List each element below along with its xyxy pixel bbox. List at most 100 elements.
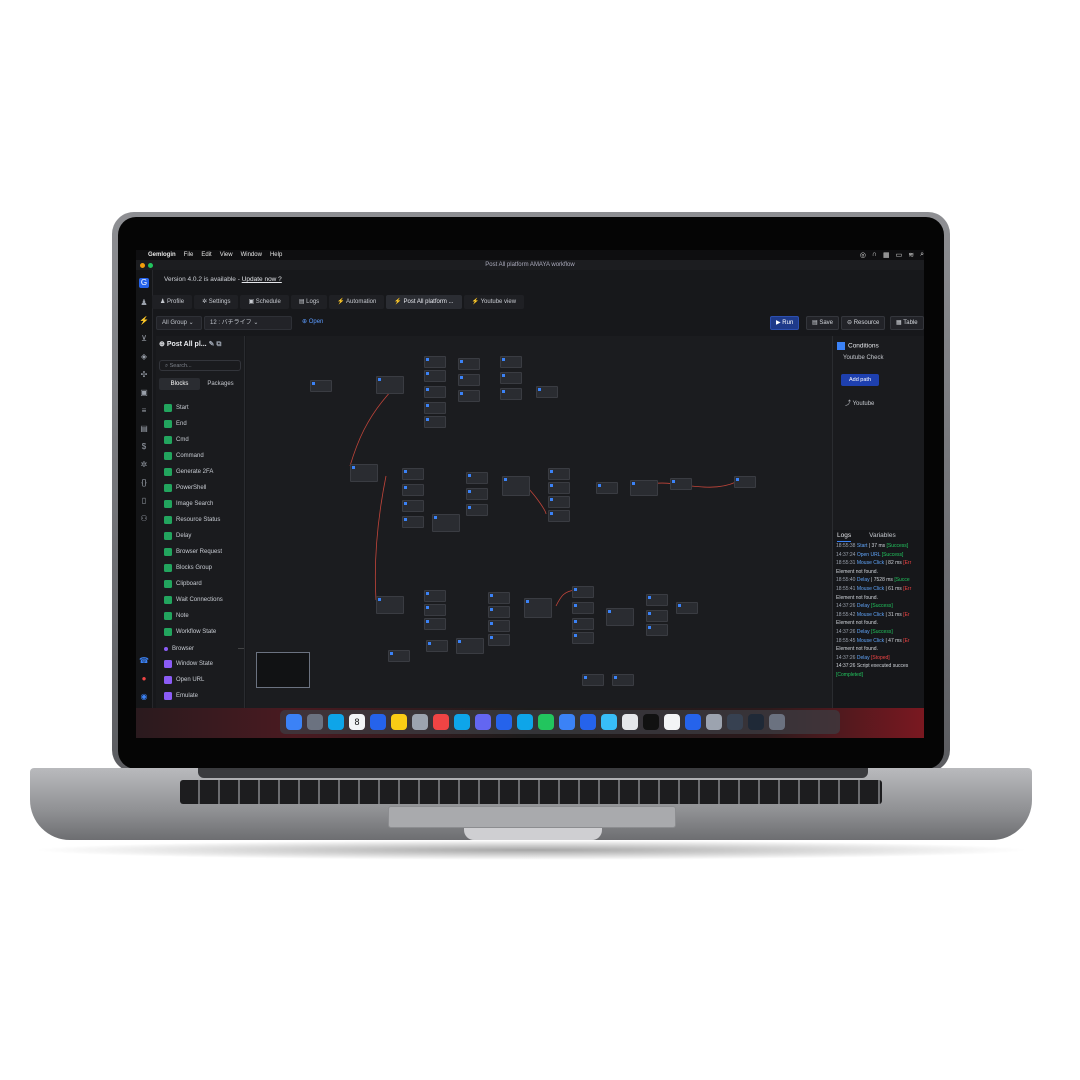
workflow-node[interactable] [458,390,480,402]
recent-window-icon[interactable] [748,714,764,730]
puzzle-icon[interactable]: ✣ [140,370,148,379]
block-image-search[interactable]: Image Search [164,496,244,512]
workflow-node[interactable] [466,488,488,500]
category-browser[interactable]: Browser— [164,642,244,656]
workflow-node[interactable] [402,484,424,496]
workflow-node[interactable] [646,610,668,622]
add-path-button[interactable]: Add path [841,374,879,386]
flag-icon[interactable]: ● [141,674,147,683]
workflow-node[interactable] [500,372,522,384]
window-zoom-button[interactable] [148,263,153,268]
workflow-node[interactable] [376,376,404,394]
block-clipboard[interactable]: Clipboard [164,576,244,592]
telegram-icon[interactable] [601,714,617,730]
messenger-icon[interactable] [580,714,596,730]
search-icon[interactable]: ⌕ [920,251,924,258]
workflow-node[interactable] [376,596,404,614]
workflow-node[interactable] [350,464,378,482]
tab-post-all-platform[interactable]: ⚡ Post All platform ... [386,295,462,309]
workflow-node[interactable] [548,496,570,508]
windows-app-icon[interactable] [454,714,470,730]
calendar-icon[interactable]: ▣ [140,388,148,397]
path-item[interactable]: ⤴ Youtube [845,398,874,407]
status-icon[interactable]: ◎ [859,252,866,259]
workflow-node[interactable] [466,504,488,516]
person-icon[interactable]: ♟ [140,298,148,307]
workflow-node[interactable] [548,482,570,494]
workflow-node[interactable] [582,674,604,686]
workflow-node[interactable] [432,514,460,532]
block-cmd[interactable]: Cmd [164,432,244,448]
tab-logs[interactable]: ▤ Logs [290,295,328,309]
block-browser-request[interactable]: Browser Request [164,544,244,560]
block-start[interactable]: Start [164,400,244,416]
bolt-icon[interactable]: ⚡ [139,316,149,325]
workflow-node[interactable] [524,598,552,618]
docker-icon[interactable] [517,714,533,730]
workflow-node[interactable] [424,416,446,428]
capcut-icon[interactable] [664,714,680,730]
workflow-node[interactable] [458,358,480,370]
zalo-icon[interactable] [559,714,575,730]
workflow-node[interactable] [456,638,484,654]
workflow-node[interactable] [424,590,446,602]
headphones-icon[interactable]: ∩ [871,251,877,258]
profile-select[interactable]: 12 : バチライフ ⌄ [204,316,292,330]
copy-icon[interactable]: ⧉ [216,341,222,348]
open-button[interactable]: ⊕ Open [302,316,323,328]
menu-file[interactable]: File [183,252,194,258]
block-window-state[interactable]: Window State [164,656,244,672]
collapse-icon[interactable]: — [238,646,244,652]
app-store-icon[interactable] [370,714,386,730]
workflow-node[interactable] [500,356,522,368]
block-note[interactable]: Note [164,608,244,624]
tab-variables[interactable]: Variables [869,532,896,539]
save-button[interactable]: ▤ Save [806,316,840,330]
chrome-icon[interactable] [433,714,449,730]
tab-blocks[interactable]: Blocks [159,378,200,390]
calendar-app-icon[interactable]: 8 [349,714,365,730]
workflow-node[interactable] [612,674,634,686]
finder-icon[interactable] [286,714,302,730]
workflow-node[interactable] [488,634,510,646]
workflow-node[interactable] [676,602,698,614]
database-icon[interactable]: ≡ [141,406,147,415]
save-icon[interactable]: ▤ [140,424,148,433]
block-resource-status[interactable]: Resource Status [164,512,244,528]
workflow-node[interactable] [424,604,446,616]
line-icon[interactable] [538,714,554,730]
tab-logs-panel[interactable]: Logs [837,530,852,542]
workflow-node[interactable] [536,386,558,398]
workflow-node[interactable] [572,618,594,630]
edit-icon[interactable]: ✎ [208,341,215,348]
workflow-node[interactable] [426,640,448,652]
search-input[interactable]: ⌕ Search... [159,360,241,371]
trash-icon[interactable] [769,714,785,730]
table-button[interactable]: ▦ Table [890,316,924,330]
group-select[interactable]: All Group ⌄ [156,316,202,330]
menu-help[interactable]: Help [269,252,283,258]
users-icon[interactable]: ⚇ [140,514,148,523]
window-minimize-button[interactable] [140,263,145,268]
resource-button[interactable]: ⊖ Resource [841,316,886,330]
notes-icon[interactable] [391,714,407,730]
block-command[interactable]: Command [164,448,244,464]
tab-packages[interactable]: Packages [207,381,234,387]
workflow-node[interactable] [572,586,594,598]
workflow-node[interactable] [500,388,522,400]
block-blocks-group[interactable]: Blocks Group [164,560,244,576]
document-icon[interactable]: ▯ [141,496,147,505]
workflow-node[interactable] [388,650,410,662]
workflow-node[interactable] [424,386,446,398]
workflow-node[interactable] [402,500,424,512]
block-end[interactable]: End [164,416,244,432]
block-powershell[interactable]: PowerShell [164,480,244,496]
phone-icon[interactable]: ☎ [139,656,149,665]
code-icon[interactable]: {} [141,478,147,487]
terminal-app-icon[interactable] [643,714,659,730]
preview-icon[interactable] [706,714,722,730]
grid-icon[interactable]: ▦ [882,252,890,259]
update-link[interactable]: Update now ? [241,276,282,283]
block-open-url[interactable]: Open URL [164,672,244,688]
block-wait-connections[interactable]: Wait Connections [164,592,244,608]
